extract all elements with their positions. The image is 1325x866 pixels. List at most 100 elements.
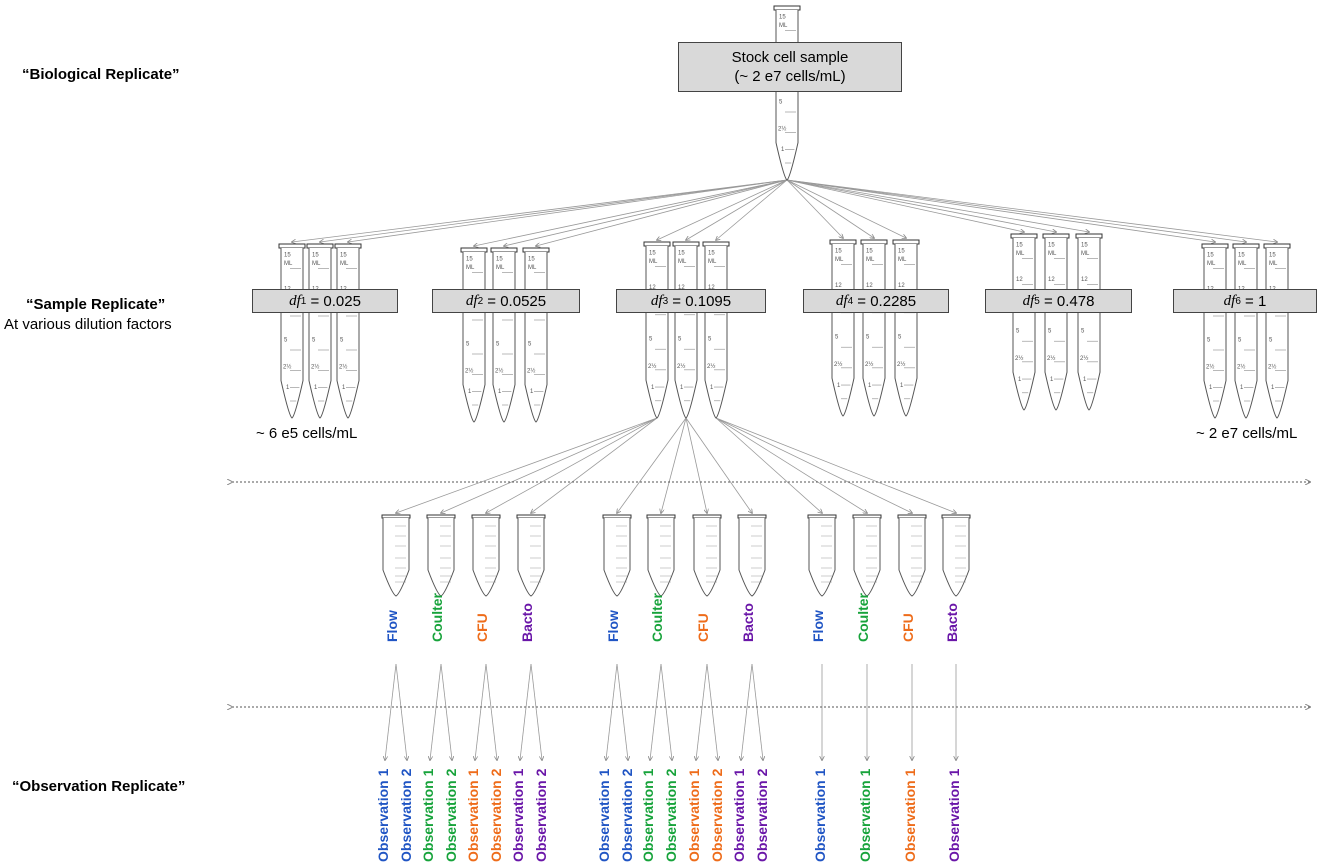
svg-text:5: 5 (1207, 338, 1211, 344)
arrow-stock-to-df6-tube3 (786, 179, 1277, 242)
svg-text:1: 1 (468, 389, 472, 395)
arrow-obs2-2-2 (660, 663, 672, 760)
df4-tube-3: 15ML121052½1 (892, 239, 920, 417)
stock-line2: (~ 2 e7 cells/mL) (734, 68, 846, 85)
method-label-2-coulter: Coulter (649, 593, 665, 642)
dilution-sub: 4 (847, 295, 854, 307)
svg-text:1: 1 (530, 389, 534, 395)
observation2-label-2-2: Observation 2 (663, 768, 679, 862)
svg-text:15: 15 (1048, 243, 1055, 249)
dilution-var: df (465, 292, 478, 309)
observation2-label-2-3: Observation 2 (709, 768, 725, 862)
svg-text:2½: 2½ (1080, 355, 1088, 362)
svg-text:1: 1 (651, 385, 655, 391)
observation2-label-2-4: Observation 2 (754, 768, 770, 862)
dilution-value: = 0.0525 (483, 292, 547, 310)
svg-text:12: 12 (708, 285, 715, 291)
svg-text:5: 5 (1269, 338, 1273, 344)
svg-text:5: 5 (284, 338, 288, 344)
svg-text:ML: ML (1016, 251, 1025, 257)
dilution-sub: 5 (1034, 295, 1040, 307)
svg-text:1: 1 (1018, 377, 1022, 383)
svg-text:1: 1 (1083, 377, 1087, 383)
svg-text:ML: ML (708, 259, 717, 265)
svg-text:2½: 2½ (339, 364, 347, 371)
arrow-stock-to-df1-tube3 (348, 179, 788, 242)
arrow-stock-to-df1-tube1 (292, 179, 788, 242)
biological-replicate-label: “Biological Replicate” (22, 66, 180, 83)
method-label-3-flow: Flow (810, 610, 826, 642)
arrow-stock-to-df3-tube2 (686, 179, 788, 240)
svg-text:5: 5 (779, 100, 783, 106)
svg-text:5: 5 (708, 337, 712, 343)
arrow-df3-to-method-1-1 (396, 417, 658, 513)
df5-tube-3: 15ML121052½1 (1075, 233, 1103, 411)
dilution-var: df (289, 292, 301, 309)
svg-text:ML: ML (1269, 261, 1278, 267)
svg-text:5: 5 (496, 342, 500, 348)
svg-text:2½: 2½ (1015, 355, 1023, 362)
svg-text:ML: ML (678, 259, 687, 265)
svg-text:12: 12 (1048, 277, 1055, 283)
svg-text:ML: ML (835, 257, 844, 263)
arrow-obs1-1-2 (430, 663, 442, 760)
svg-text:2½: 2½ (311, 364, 319, 371)
method-tube-1-2 (426, 514, 456, 597)
method-label-2-cfu: CFU (695, 613, 711, 642)
svg-text:2½: 2½ (897, 361, 905, 368)
method-tube-2-4 (737, 514, 767, 597)
observation1-label-1-1: Observation 1 (375, 768, 391, 862)
svg-text:5: 5 (678, 337, 682, 343)
arrow-stock-to-df4-tube3 (786, 179, 906, 238)
svg-text:12: 12 (898, 283, 905, 289)
arrow-obs2-1-4 (530, 663, 542, 760)
svg-text:12: 12 (649, 285, 656, 291)
observation-replicate-label: “Observation Replicate” (12, 778, 186, 795)
svg-text:15: 15 (708, 251, 715, 257)
svg-text:2½: 2½ (677, 363, 685, 370)
arrow-df3-to-method-2-3 (685, 417, 707, 513)
arrow-df3-to-method-3-3 (715, 417, 912, 513)
svg-text:15: 15 (898, 249, 905, 255)
svg-text:15: 15 (340, 253, 347, 259)
observation2-label-1-1: Observation 2 (398, 768, 414, 862)
svg-text:1: 1 (1050, 377, 1054, 383)
svg-text:15: 15 (528, 257, 535, 263)
observation2-label-1-3: Observation 2 (488, 768, 504, 862)
svg-text:2½: 2½ (283, 364, 291, 371)
arrow-df3-to-method-1-3 (486, 417, 658, 513)
method-label-1-coulter: Coulter (429, 593, 445, 642)
svg-text:2½: 2½ (465, 368, 473, 375)
svg-text:1: 1 (710, 385, 714, 391)
svg-text:1: 1 (342, 385, 346, 391)
svg-text:12: 12 (835, 283, 842, 289)
dilution-var: df (650, 292, 663, 309)
conc-high-label: ~ 2 e7 cells/mL (1196, 425, 1298, 442)
svg-text:ML: ML (466, 265, 475, 271)
arrow-stock-to-df4-tube2 (786, 179, 874, 238)
method-label-3-bacto: Bacto (944, 603, 960, 642)
arrow-stock-to-df6-tube2 (786, 179, 1246, 242)
svg-text:15: 15 (779, 15, 786, 21)
arrow-obs2-1-2 (440, 663, 452, 760)
svg-text:2½: 2½ (834, 361, 842, 368)
svg-text:ML: ML (1207, 261, 1216, 267)
svg-text:2½: 2½ (707, 363, 715, 370)
svg-text:5: 5 (1016, 329, 1020, 335)
svg-text:2½: 2½ (865, 361, 873, 368)
svg-text:2½: 2½ (1047, 355, 1055, 362)
svg-text:2½: 2½ (1206, 364, 1214, 371)
method-tube-1-4 (516, 514, 546, 597)
svg-text:ML: ML (898, 257, 907, 263)
observation1-label-3-3: Observation 1 (902, 768, 918, 862)
method-label-3-cfu: CFU (900, 613, 916, 642)
